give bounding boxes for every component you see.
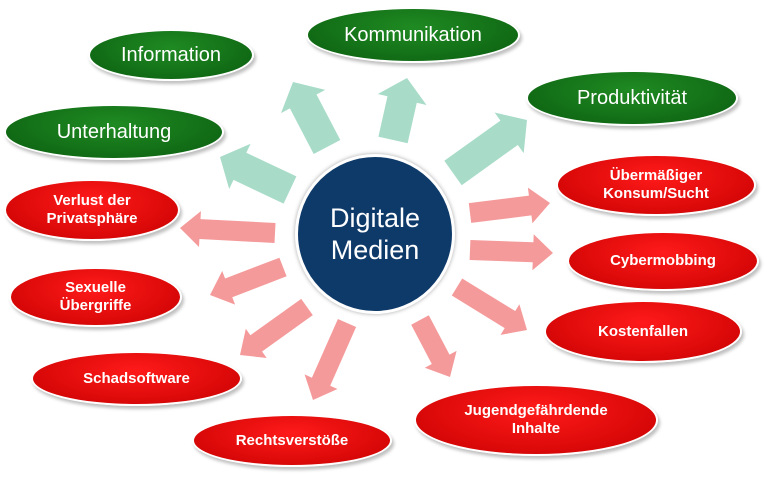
node-cybermobbing: Cybermobbing bbox=[567, 231, 759, 291]
node-kommunikation: Kommunikation bbox=[306, 7, 520, 63]
node-label: Jugendgefährdende bbox=[464, 402, 608, 419]
node-label: Sexuelle bbox=[65, 279, 126, 296]
node-label: Kommunikation bbox=[344, 23, 482, 46]
node-label: Schadsoftware bbox=[83, 369, 190, 387]
node-kostenfallen: Kostenfallen bbox=[544, 300, 742, 363]
node-label: Verlust der bbox=[53, 192, 131, 209]
arrow-to-produktivitaet bbox=[444, 112, 527, 186]
arrow-to-kommunikation bbox=[377, 78, 427, 144]
center-label: Digitale bbox=[329, 203, 421, 233]
center-label: Medien bbox=[330, 235, 420, 265]
node-label: Konsum/Sucht bbox=[603, 185, 709, 202]
node-label: Information bbox=[120, 43, 222, 66]
arrow-to-sexuelle-uebergriffe bbox=[210, 257, 287, 305]
arrow-to-unterhaltung bbox=[220, 143, 297, 204]
node-schadsoftware: Schadsoftware bbox=[31, 351, 242, 406]
node-label: Übergriffe bbox=[59, 297, 132, 314]
node-unterhaltung: Unterhaltung bbox=[4, 104, 224, 160]
node-label: Privatsphäre bbox=[46, 210, 138, 227]
arrow-to-cybermobbing bbox=[469, 234, 553, 271]
arrow-to-kostenfallen bbox=[451, 278, 527, 335]
arrow-to-schadsoftware bbox=[240, 298, 313, 358]
arrow-to-verlust-privatsphaere bbox=[180, 211, 276, 247]
node-label: Cybermobbing bbox=[610, 252, 716, 269]
node-label: Übermäßiger bbox=[609, 167, 703, 184]
arrow-to-rechtsverstoesse bbox=[304, 319, 357, 400]
arrow-to-konsum-sucht bbox=[468, 187, 550, 224]
node-label: Kostenfallen bbox=[597, 322, 688, 340]
node-information: Information bbox=[88, 29, 254, 81]
arrow-to-jugendgefaehrdende-inhalte bbox=[411, 315, 457, 377]
node-rechtsverstoesse: Rechtsverstöße bbox=[192, 414, 392, 467]
node-label: Rechtsverstöße bbox=[235, 431, 349, 449]
arrow-to-information bbox=[281, 82, 341, 154]
node-label: Unterhaltung bbox=[56, 120, 172, 143]
node-produktivitaet: Produktivität bbox=[526, 70, 738, 126]
node-label: Inhalte bbox=[511, 420, 561, 437]
node-label: Produktivität bbox=[576, 86, 688, 109]
